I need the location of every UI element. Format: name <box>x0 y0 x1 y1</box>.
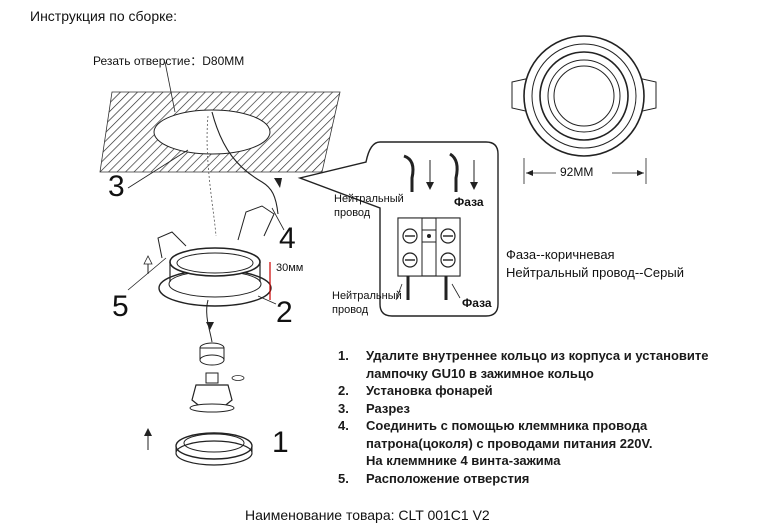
neutral-bottom-line1: Нейтральный <box>332 290 402 302</box>
step-number: 5. <box>338 470 349 486</box>
phase-label-top: Фаза <box>454 195 484 209</box>
step-text: Удалите внутреннее кольцо из корпуса и у… <box>366 348 709 363</box>
cut-hole <box>153 109 271 155</box>
housing-ring-top <box>169 247 261 277</box>
step-number: 4. <box>338 418 349 433</box>
terminal-block <box>397 217 461 277</box>
step-item: 3. Разрез <box>338 400 708 418</box>
step-number: 1. <box>338 348 349 363</box>
leader-4 <box>271 207 285 231</box>
step-item: 2. Установка фонарей <box>338 382 708 400</box>
legend-phase: Фаза--коричневая <box>506 247 615 262</box>
part-number-3: 3 <box>108 170 125 203</box>
step-item: 1. Удалите внутреннее кольцо из корпуса … <box>338 347 708 382</box>
step-item: 5. Расположение отверстия <box>338 470 708 488</box>
neutral-wire-label-top: Нейтральный провод <box>334 192 404 220</box>
leader-5 <box>127 257 167 291</box>
step-text: На клеммнике 4 винта-зажима <box>366 453 561 468</box>
product-name: Наименование товара: CLT 001C1 V2 <box>245 507 490 523</box>
supply-cable <box>211 111 279 215</box>
neutral-bottom-line2: провод <box>332 304 369 316</box>
step-text: Разрез <box>366 400 410 416</box>
leader-2 <box>257 295 277 305</box>
part-number-5: 5 <box>112 290 129 323</box>
assembly-steps: 1. Удалите внутреннее кольцо из корпуса … <box>338 347 708 487</box>
part-number-2: 2 <box>276 296 293 329</box>
neutral-top-line1: Нейтральный <box>334 193 404 205</box>
step-text: патрона(цоколя) с проводами питания 220V… <box>366 435 653 451</box>
step-number: 3. <box>338 400 349 416</box>
top-view-fixture <box>511 35 657 157</box>
step-text: Установка фонарей <box>366 383 493 398</box>
cut-hole-label: Резать отверстие：D80MM <box>93 54 245 68</box>
part-number-4: 4 <box>279 222 296 255</box>
connector-clip <box>274 178 282 188</box>
step-item: 4. Соединить с помощью клеммника провода… <box>338 417 708 470</box>
phase-label-bottom: Фаза <box>462 296 492 310</box>
dimension-label: 92MM <box>560 165 594 179</box>
step-text: Соединить с помощью клеммника провода <box>366 418 648 433</box>
neutral-top-line2: провод <box>334 207 371 219</box>
part-number-1: 1 <box>272 426 289 459</box>
step-number: 2. <box>338 383 349 398</box>
step-text: лампочку GU10 в зажимное кольцо <box>366 365 594 381</box>
legend-neutral: Нейтральный провод--Серый <box>506 265 684 280</box>
neutral-wire-label-bottom: Нейтральный провод <box>332 289 402 317</box>
cut-label-leader <box>164 61 176 113</box>
height-label: 30мм <box>276 262 304 274</box>
instructions-title: Инструкция по сборке: <box>30 8 178 24</box>
leader-3 <box>127 149 189 189</box>
step-text: Расположение отверстия <box>366 470 530 486</box>
